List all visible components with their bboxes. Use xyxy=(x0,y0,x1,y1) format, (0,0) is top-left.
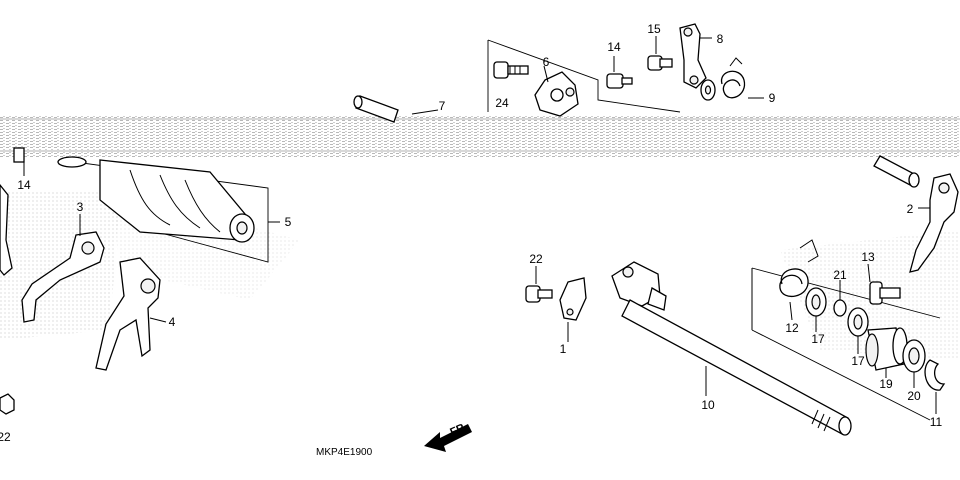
direction-label: FR. xyxy=(448,421,469,439)
callout-8: 8 xyxy=(717,32,724,46)
callout-2: 2 xyxy=(907,202,914,216)
callout-24: 24 xyxy=(495,96,509,110)
shift-fork-3 xyxy=(21,231,105,323)
shift-drum-5 xyxy=(57,156,255,243)
callout-10: 10 xyxy=(701,398,715,412)
bolt-22 xyxy=(525,285,553,303)
clip-11 xyxy=(924,359,946,391)
bolt-14-top xyxy=(606,73,633,89)
spring-12 xyxy=(779,239,819,298)
assembly-box-top xyxy=(487,39,681,113)
callout-22: 22 xyxy=(529,252,543,266)
callout-15: 15 xyxy=(647,22,661,36)
leader-lines xyxy=(23,36,937,414)
shift-spindle-10 xyxy=(611,261,852,436)
callout-14-top: 14 xyxy=(607,40,621,54)
front-direction-arrow xyxy=(424,424,472,452)
drawing-code: MKP4E1900 xyxy=(316,447,373,458)
washer-17a xyxy=(805,287,827,317)
callout-6: 6 xyxy=(543,55,550,69)
callout-4: 4 xyxy=(169,315,176,329)
callout-7: 7 xyxy=(439,99,446,113)
nut-22-left xyxy=(0,393,15,415)
callout-20: 20 xyxy=(907,389,921,403)
pin-21 xyxy=(833,299,847,317)
bearing-19 xyxy=(865,327,908,371)
callout-14-left: 14 xyxy=(17,178,31,192)
callout-11: 11 xyxy=(930,415,943,429)
pin-right xyxy=(873,155,920,188)
shift-fork-left xyxy=(0,183,13,276)
washer-17b xyxy=(847,307,869,337)
noise-band xyxy=(0,115,960,157)
callout-17b: 17 xyxy=(851,354,865,368)
callout-9: 9 xyxy=(769,91,776,105)
seal-20 xyxy=(902,339,926,373)
callout-13: 13 xyxy=(861,250,875,264)
shift-fork-4 xyxy=(95,257,161,371)
callout-19: 19 xyxy=(879,377,893,391)
shift-cam-6 xyxy=(534,71,579,117)
washer-9-side xyxy=(700,79,716,101)
callout-5: 5 xyxy=(285,215,292,229)
bolt-13 xyxy=(869,281,901,305)
bolt-24 xyxy=(493,61,529,79)
callout-17a: 17 xyxy=(811,332,825,346)
plate-1 xyxy=(559,277,587,321)
pin-7 xyxy=(353,95,399,123)
stopper-arm-8 xyxy=(679,23,707,89)
callout-22-left: 22 xyxy=(0,430,11,444)
callout-12: 12 xyxy=(785,321,799,335)
callout-1: 1 xyxy=(560,342,567,356)
callout-labels: 1 2 3 4 5 6 7 8 9 10 11 12 13 14 14 15 1… xyxy=(0,22,943,444)
pin-14-left xyxy=(13,147,25,163)
bolt-15 xyxy=(647,55,673,71)
callout-21: 21 xyxy=(833,268,847,282)
shift-fork-2 xyxy=(909,173,959,273)
spring-9 xyxy=(720,57,746,99)
callout-3: 3 xyxy=(77,200,84,214)
